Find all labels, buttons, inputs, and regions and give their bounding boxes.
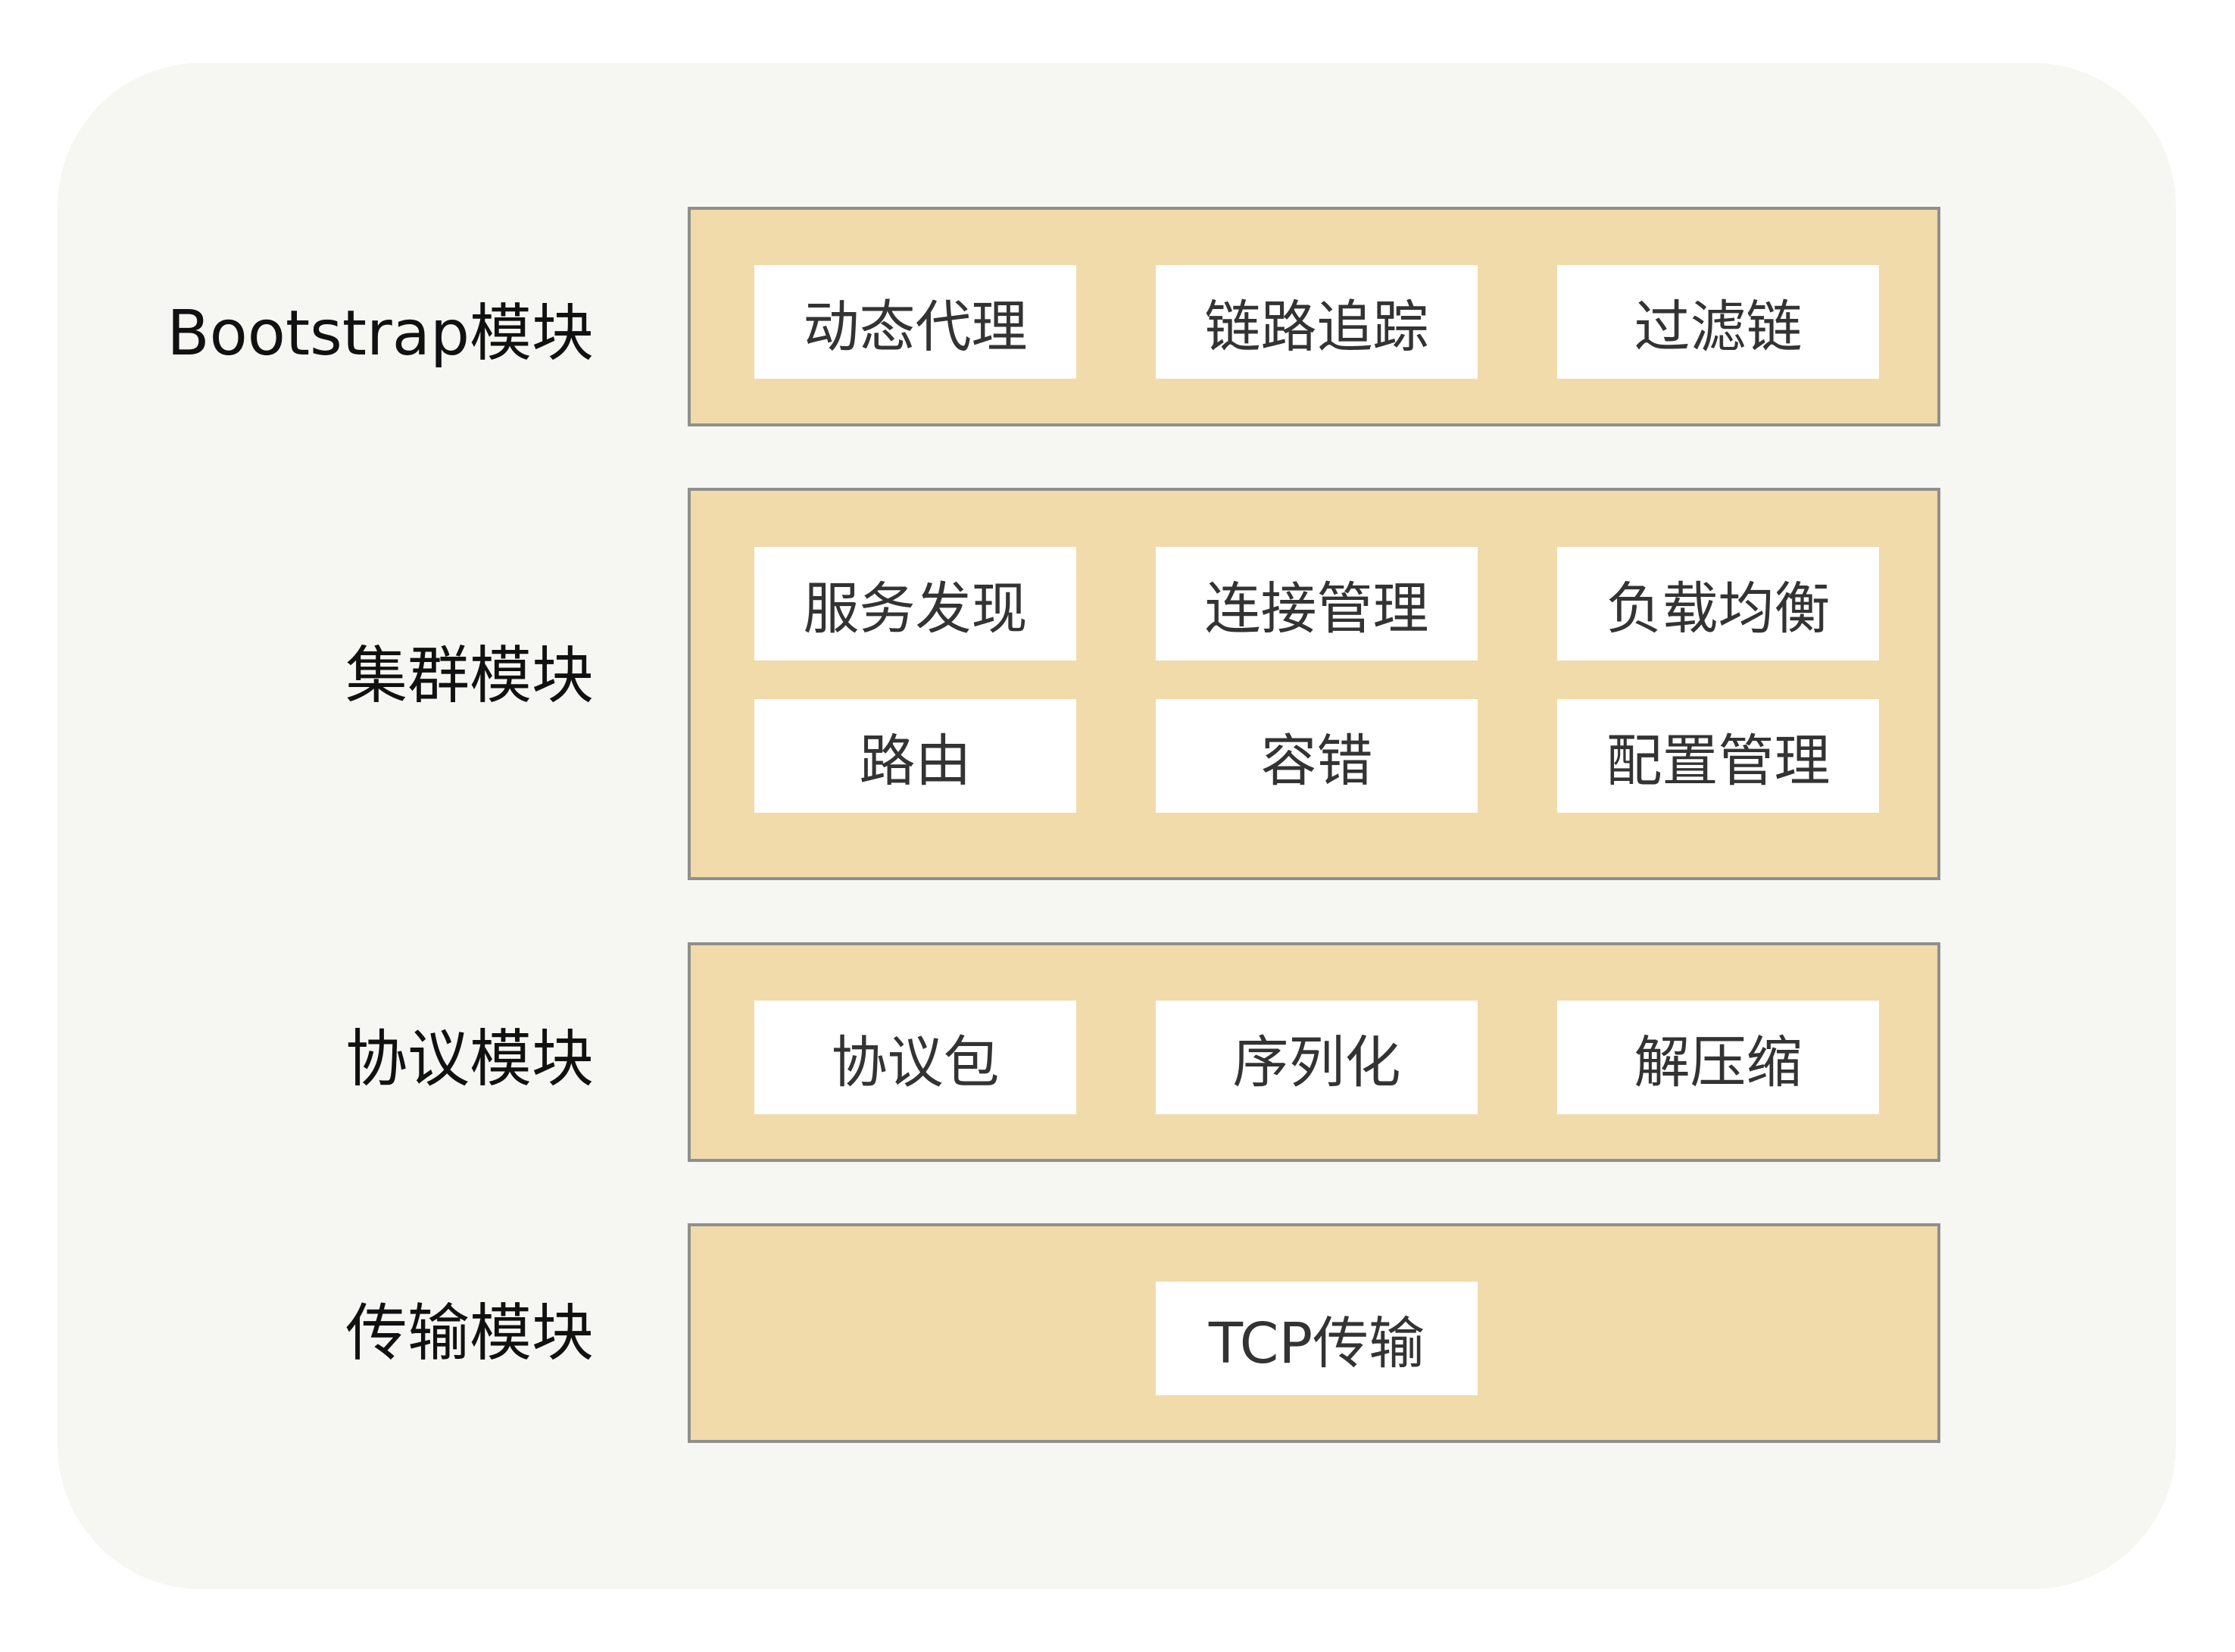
layer-label-bootstrap: Bootstrap模块 xyxy=(167,298,594,370)
module-routing: 路由 xyxy=(754,699,1076,813)
layer-panel-cluster: 服务发现 连接管理 负载均衡 路由 容错 配置管理 xyxy=(688,488,1940,880)
module-serialization: 序列化 xyxy=(1156,1001,1478,1114)
layer-panel-transport: TCP传输 xyxy=(688,1223,1940,1443)
layer-panel-bootstrap: 动态代理 链路追踪 过滤链 xyxy=(688,207,1940,426)
module-service-discovery: 服务发现 xyxy=(754,547,1076,660)
module-load-balance: 负载均衡 xyxy=(1557,547,1879,660)
layer-panel-protocol: 协议包 序列化 解压缩 xyxy=(688,942,1940,1162)
module-protocol-packet: 协议包 xyxy=(754,1001,1076,1114)
module-config-management: 配置管理 xyxy=(1557,699,1879,813)
module-compression: 解压缩 xyxy=(1557,1001,1879,1114)
module-trace: 链路追踪 xyxy=(1156,265,1478,379)
module-dynamic-proxy: 动态代理 xyxy=(754,265,1076,379)
module-connection-management: 连接管理 xyxy=(1156,547,1478,660)
module-filter-chain: 过滤链 xyxy=(1557,265,1879,379)
layer-label-transport: 传输模块 xyxy=(345,1298,594,1369)
module-fault-tolerance: 容错 xyxy=(1156,699,1478,813)
module-tcp-transport: TCP传输 xyxy=(1156,1282,1478,1395)
layer-label-protocol: 协议模块 xyxy=(345,1023,594,1095)
layer-label-cluster: 集群模块 xyxy=(345,640,594,712)
